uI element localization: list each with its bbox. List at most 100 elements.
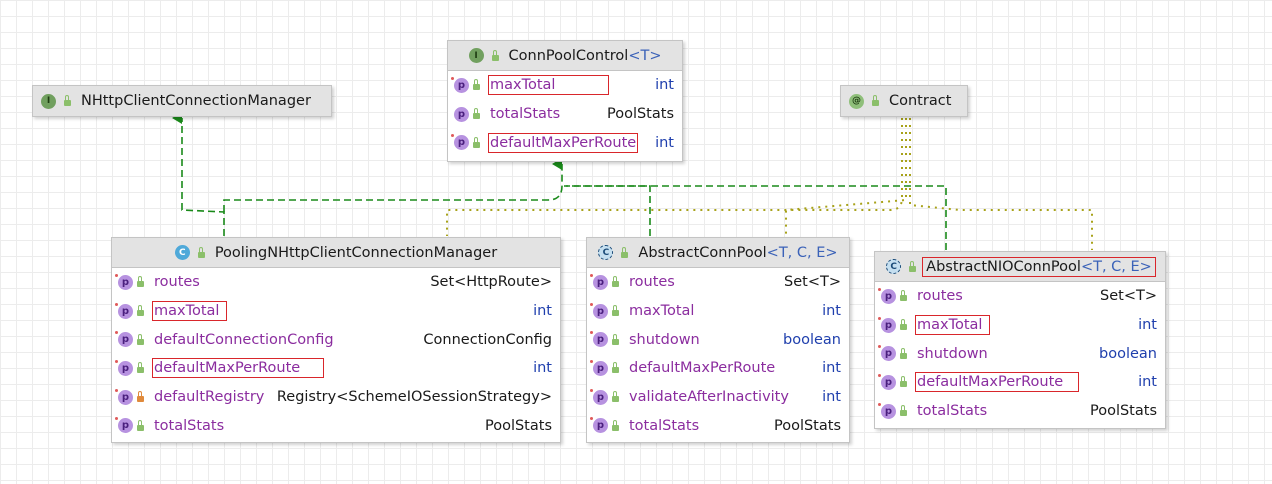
field-name: maxTotal: [629, 303, 695, 320]
public-lock-icon: [491, 49, 499, 61]
edge-pooling-to-nhttp: [172, 112, 225, 236]
public-lock-icon: [612, 333, 619, 345]
field-row[interactable]: p maxTotal int: [112, 297, 560, 326]
public-lock-icon: [612, 276, 619, 288]
abstractconnpool-header: C AbstractConnPool<T, C, E>: [587, 238, 849, 268]
field-type: int: [822, 303, 841, 320]
edge-contract-to-abstractnio: [909, 118, 1093, 250]
field-name: defaultMaxPerRoute: [914, 372, 1080, 393]
contract-annotation-header: @ Contract: [841, 86, 967, 116]
field-type: Registry<SchemeIOSessionStrategy>: [276, 389, 552, 406]
field-row[interactable]: p shutdown boolean: [875, 339, 1165, 368]
property-icon: p: [115, 417, 133, 434]
connpoolcontrol-interface-box[interactable]: I ConnPoolControl<T> p maxTotal int p to…: [447, 40, 683, 162]
field-row[interactable]: p totalStats PoolStats: [112, 411, 560, 440]
field-row[interactable]: p defaultRegistry Registry<SchemeIOSessi…: [112, 383, 560, 412]
public-lock-icon: [621, 246, 629, 258]
property-icon: p: [878, 316, 896, 333]
field-type: int: [822, 360, 841, 377]
public-lock-icon: [473, 108, 480, 120]
public-lock-icon: [612, 362, 619, 374]
edge-abstractconnpool-to-connpool: [564, 185, 651, 236]
pooling-class-box[interactable]: C PoolingNHttpClientConnectionManager p …: [111, 237, 561, 443]
field-name: defaultRegistry: [154, 389, 265, 406]
class-icon: C: [174, 245, 190, 260]
field-type: ConnectionConfig: [423, 331, 552, 348]
nhttp-interface-name: NHttpClientConnectionManager: [81, 93, 311, 109]
field-row[interactable]: p defaultMaxPerRoute int: [875, 368, 1165, 397]
property-icon: p: [590, 417, 608, 434]
property-icon: p: [878, 402, 896, 419]
property-icon: p: [115, 302, 133, 319]
field-row[interactable]: p routes Set<T>: [875, 282, 1165, 311]
field-name: defaultMaxPerRoute: [151, 358, 325, 379]
field-row[interactable]: p defaultMaxPerRoute int: [587, 354, 849, 383]
field-row[interactable]: p totalStats PoolStats: [875, 397, 1165, 426]
field-row[interactable]: p defaultConnectionConfig ConnectionConf…: [112, 325, 560, 354]
field-row[interactable]: p maxTotal int: [875, 311, 1165, 340]
abstractconnpool-class-box[interactable]: C AbstractConnPool<T, C, E> p routes Set…: [586, 237, 850, 443]
public-lock-icon: [872, 95, 879, 106]
field-name: totalStats: [154, 417, 225, 434]
field-name: totalStats: [490, 106, 561, 123]
field-row[interactable]: p defaultMaxPerRoute int: [112, 354, 560, 383]
public-lock-icon: [473, 79, 480, 91]
field-row[interactable]: p routes Set<HttpRoute>: [112, 268, 560, 297]
field-row[interactable]: p shutdown boolean: [587, 325, 849, 354]
field-name: totalStats: [917, 403, 988, 420]
property-icon: p: [590, 302, 608, 319]
interface-icon: I: [468, 48, 484, 63]
property-icon: p: [878, 287, 896, 304]
field-row[interactable]: p maxTotal int: [448, 71, 682, 100]
public-lock-icon: [137, 333, 144, 345]
field-type: int: [533, 360, 552, 377]
edge-pooling-to-connpool: [223, 158, 563, 212]
property-icon: p: [878, 373, 896, 390]
public-lock-icon: [197, 246, 205, 258]
public-lock-icon: [909, 260, 917, 272]
public-lock-icon: [612, 391, 619, 403]
field-type: int: [533, 303, 552, 320]
property-icon: p: [878, 345, 896, 362]
public-lock-icon: [137, 419, 144, 431]
field-name: defaultMaxPerRoute: [487, 132, 639, 153]
property-icon: p: [115, 273, 133, 290]
connpoolcontrol-header: I ConnPoolControl<T>: [448, 41, 682, 71]
abstractnio-class-box[interactable]: C AbstractNIOConnPool<T, C, E> p routes …: [874, 251, 1166, 429]
field-row[interactable]: p totalStats PoolStats: [448, 100, 682, 129]
field-type: PoolStats: [773, 417, 841, 434]
public-lock-icon: [64, 95, 71, 106]
field-type: int: [822, 389, 841, 406]
pooling-class-name: PoolingNHttpClientConnectionManager: [214, 244, 498, 261]
nhttp-interface-box[interactable]: I NHttpClientConnectionManager: [32, 85, 332, 117]
abstractnio-generic: <T, C, E>: [1080, 258, 1152, 275]
field-row[interactable]: p defaultMaxPerRoute int: [448, 128, 682, 157]
property-icon: p: [115, 331, 133, 348]
abstractnio-header: C AbstractNIOConnPool<T, C, E>: [875, 252, 1165, 282]
public-lock-icon: [137, 305, 144, 317]
field-name: routes: [629, 274, 675, 291]
field-row[interactable]: p routes Set<T>: [587, 268, 849, 297]
property-icon: p: [590, 388, 608, 405]
field-type: int: [655, 134, 674, 151]
property-icon: p: [451, 134, 469, 151]
connpoolcontrol-generic: <T>: [628, 47, 662, 64]
abstractnio-name: AbstractNIOConnPool: [926, 258, 1081, 275]
public-lock-icon: [473, 136, 480, 148]
public-lock-icon: [900, 405, 907, 417]
field-row[interactable]: p validateAfterInactivity int: [587, 383, 849, 412]
abstract-class-icon: C: [598, 245, 614, 260]
property-icon: p: [451, 76, 469, 93]
abstractnio-title: AbstractNIOConnPool<T, C, E>: [922, 256, 1156, 277]
field-row[interactable]: p totalStats PoolStats: [587, 411, 849, 440]
contract-annotation-name: Contract: [889, 93, 952, 109]
contract-annotation-box[interactable]: @ Contract: [840, 85, 968, 117]
field-type: PoolStats: [606, 106, 674, 123]
field-row[interactable]: p maxTotal int: [587, 297, 849, 326]
field-type: int: [1138, 374, 1157, 391]
property-icon: p: [590, 359, 608, 376]
abstractconnpool-generic: <T, C, E>: [766, 244, 838, 261]
field-name: totalStats: [629, 417, 700, 434]
field-name: routes: [154, 274, 200, 291]
property-icon: p: [590, 331, 608, 348]
